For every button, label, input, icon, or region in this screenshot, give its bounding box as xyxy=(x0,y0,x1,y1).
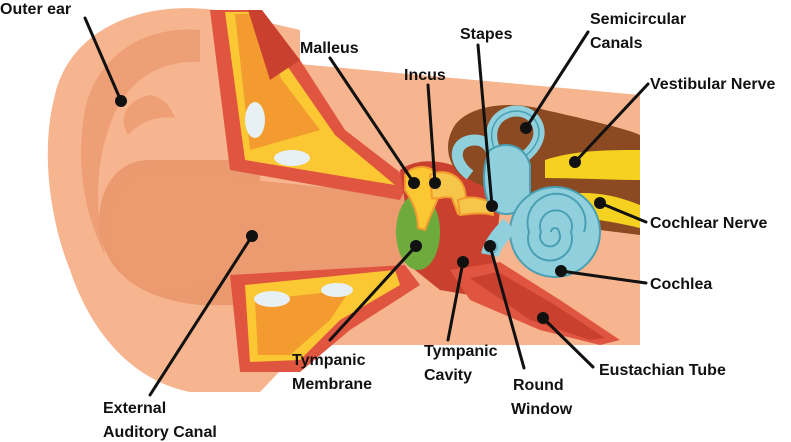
label-round-window-2: Window xyxy=(511,401,573,418)
lower-canal-white-patch-1 xyxy=(254,291,290,307)
dot-vestibular xyxy=(569,156,581,168)
label-malleus: Malleus xyxy=(300,40,359,57)
leader-semicircular xyxy=(524,30,590,130)
leader-tympanic-cavity xyxy=(446,260,465,342)
dot-outer-ear xyxy=(115,95,127,107)
label-outer-ear: Outer ear xyxy=(0,1,71,18)
dot-cochlea xyxy=(555,265,567,277)
pinna-antihelix xyxy=(123,95,175,135)
upper-canal-white-patch-2 xyxy=(274,150,310,166)
stapes-bone xyxy=(456,196,494,217)
dot-tympanic-cavity xyxy=(457,256,469,268)
label-incus: Incus xyxy=(404,67,446,84)
leader-malleus xyxy=(328,56,416,185)
label-vestibular-nerve: Vestibular Nerve xyxy=(650,76,776,93)
dot-stapes xyxy=(486,200,498,212)
dot-semicircular xyxy=(520,122,532,134)
label-cochlear-nerve: Cochlear Nerve xyxy=(650,215,767,232)
leader-lines xyxy=(83,16,650,397)
leader-outer-ear xyxy=(83,16,123,103)
eustachian-tube-inner xyxy=(470,272,605,340)
leader-incus xyxy=(426,83,437,185)
label-round-window-1: Round xyxy=(513,377,564,394)
leader-cochlear xyxy=(598,201,648,224)
labels: Outer ear Malleus Incus Stapes Semicircu… xyxy=(0,1,776,441)
leader-eustachian xyxy=(541,316,595,369)
label-cochlea: Cochlea xyxy=(650,276,712,293)
label-tympanic-membrane-2: Membrane xyxy=(292,376,372,393)
label-semicircular-2: Canals xyxy=(590,35,643,52)
external-canal xyxy=(110,170,405,290)
dot-eustachian xyxy=(537,312,549,324)
dot-cochlear xyxy=(594,197,606,209)
dot-round-window xyxy=(484,240,496,252)
label-eustachian-tube: Eustachian Tube xyxy=(599,362,726,379)
leader-stapes xyxy=(476,43,494,208)
lower-canal-white-patch-2 xyxy=(321,283,353,297)
label-tympanic-membrane-1: Tympanic xyxy=(292,352,366,369)
label-external-canal-2: Auditory Canal xyxy=(103,424,217,441)
leader-cochlea xyxy=(559,269,648,285)
vestibule-shape xyxy=(483,144,531,215)
dot-tympanic-membrane xyxy=(410,240,422,252)
leader-tympanic-membrane xyxy=(328,244,418,342)
upper-canal-white-patch-1 xyxy=(245,102,265,138)
leader-external-canal xyxy=(148,234,254,397)
dot-incus xyxy=(429,177,441,189)
label-semicircular-1: Semicircular xyxy=(590,11,686,28)
dot-malleus xyxy=(408,177,420,189)
vestibular-nerve-shape xyxy=(545,150,640,180)
label-tympanic-cavity-1: Tympanic xyxy=(424,343,498,360)
label-tympanic-cavity-2: Cavity xyxy=(424,367,472,384)
leader-vestibular xyxy=(573,82,650,164)
pinna-helix xyxy=(81,29,200,255)
label-stapes: Stapes xyxy=(460,26,513,43)
label-external-canal-1: External xyxy=(103,400,166,417)
dot-external-canal xyxy=(246,230,258,242)
upper-canal-inner-red xyxy=(248,10,300,80)
leader-round-window xyxy=(488,244,526,370)
